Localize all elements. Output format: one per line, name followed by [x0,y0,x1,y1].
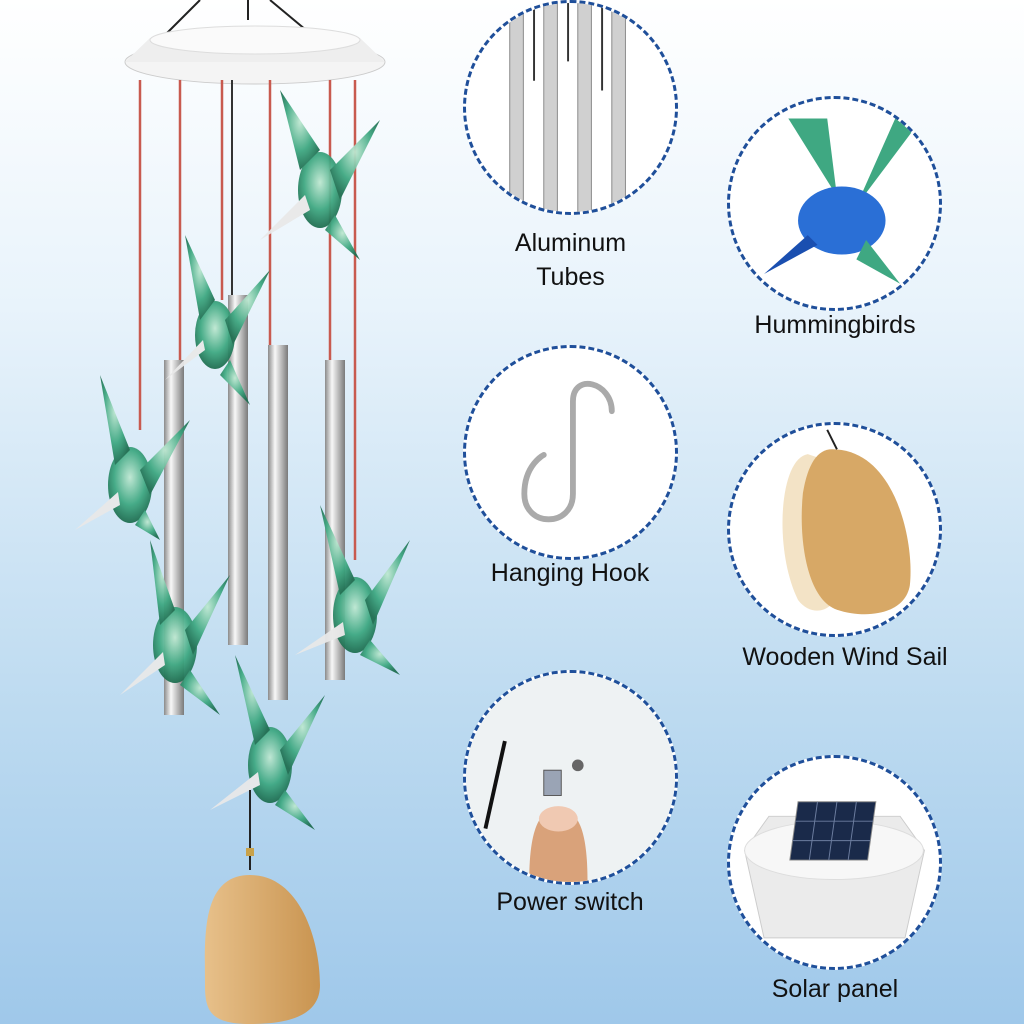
hummingbird-icon [764,118,915,284]
wind-sail-label: Wooden Wind Sail [742,643,948,671]
power-switch-circle [463,670,678,885]
wind-sail-circle [727,422,942,637]
hanging-hook-label: Hanging Hook [490,559,650,587]
power-switch-icon [466,673,675,882]
solar-panel-circle [727,755,942,970]
aluminum-tubes-icon [509,3,626,212]
wind-chime-product-image [75,0,410,1024]
hummingbirds-label: Hummingbirds [754,311,916,339]
hummingbirds-circle [727,96,942,311]
solar-panel-icon [744,801,925,939]
solar-panel-label: Solar panel [771,975,899,1003]
aluminum-tubes-label: Aluminum Tubes [514,229,627,291]
wind-sail-icon [782,429,911,615]
power-switch-label: Power switch [496,888,644,916]
aluminum-tubes-circle [463,0,678,215]
hanging-hook-circle [463,345,678,560]
s-hook-icon [521,380,615,523]
